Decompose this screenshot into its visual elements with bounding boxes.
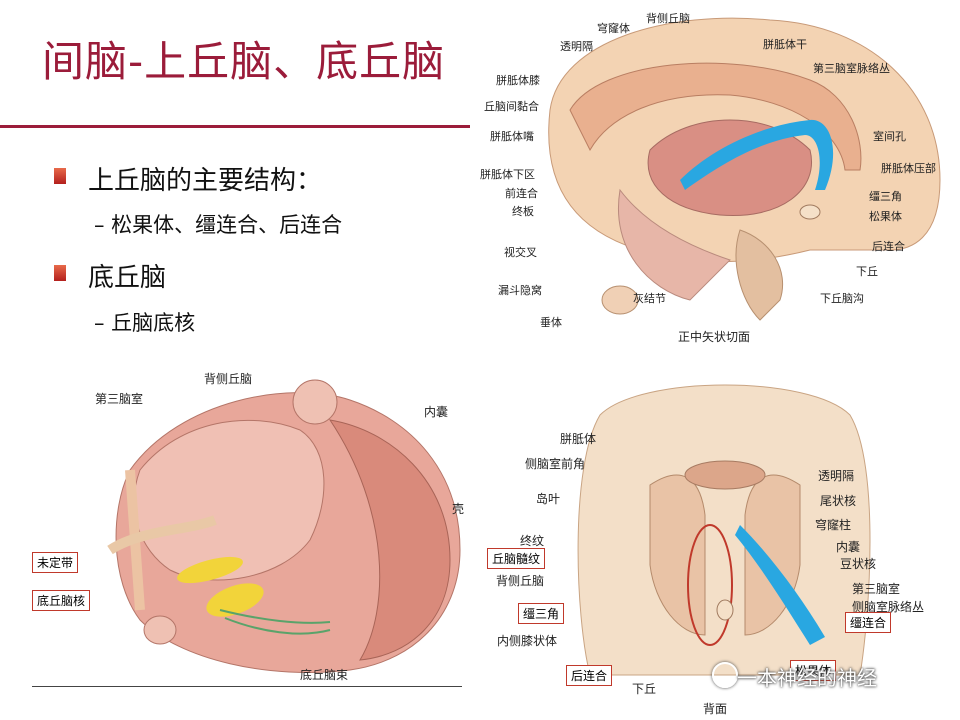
label-insula: 岛叶	[536, 492, 561, 506]
label-stria-terminalis: 终纹	[520, 534, 545, 548]
label-septum-pellucidum: 透明隔	[560, 40, 593, 53]
label-pineal-body: 松果体	[869, 210, 902, 223]
label-subthalamic-fasciculus: 底丘脑束	[300, 668, 349, 682]
label-pituitary: 垂体	[540, 316, 562, 329]
label-habenular-trigone: 缰三角	[869, 190, 902, 203]
label-hypothalamic-sulcus: 下丘脑沟	[820, 292, 864, 305]
boxed-label-stria-medullaris: 丘脑髓纹	[487, 548, 546, 569]
label-third-ventricle-choroid: 第三脑室脉络丛	[813, 62, 890, 75]
label-lamina-terminalis: 终板	[512, 205, 534, 218]
coronal-section-illustration	[577, 384, 871, 676]
lateral-thalamus-illustration	[107, 379, 461, 674]
boxed-label-habenular-trigone: 缰三角	[518, 603, 565, 624]
label-putamen: 壳	[452, 502, 465, 516]
bullet-marker-icon	[54, 168, 66, 184]
bullet-marker-icon	[54, 265, 66, 281]
sub-bullet-subthalamus: – 丘脑底核	[94, 311, 196, 335]
label-dorsal-thalamus-coronal: 背侧丘脑	[496, 574, 545, 588]
label-corpus-callosum-genu: 胼胝体膝	[496, 74, 540, 87]
bullet-text: 底丘脑	[88, 263, 167, 293]
label-third-ventricle-coronal: 第三脑室	[852, 582, 901, 596]
footer-rule	[32, 686, 462, 687]
label-dorsal-thalamus-lateral: 背侧丘脑	[204, 372, 253, 386]
label-internal-capsule-coronal: 内囊	[836, 540, 861, 554]
label-interventricular-foramen: 室间孔	[873, 130, 906, 143]
label-fornix-body: 穹窿体	[597, 22, 630, 35]
label-medial-geniculate-body: 内侧膝状体	[497, 634, 558, 648]
label-third-ventricle-lateral: 第三脑室	[95, 392, 144, 406]
bullet-subthalamus: 底丘脑	[54, 257, 167, 294]
label-optic-chiasm: 视交叉	[504, 246, 537, 259]
watermark-text: 一本神经的神经	[737, 666, 877, 690]
label-posterior-commissure: 后连合	[872, 240, 905, 253]
label-anterior-commissure: 前连合	[505, 187, 538, 200]
label-splenium: 胼胝体压部	[881, 162, 936, 175]
bullet-epithalamus: 上丘脑的主要结构：	[54, 160, 323, 197]
label-infundibular-recess: 漏斗隐窝	[498, 284, 542, 297]
label-inferior-colliculus: 下丘	[856, 265, 878, 278]
label-internal-capsule-lateral: 内囊	[424, 405, 449, 419]
slide-title: 间脑-上丘脑、底丘脑	[42, 37, 446, 86]
label-subcallosal-area: 胼胝体下区	[480, 168, 535, 181]
label-interthalamic-adhesion: 丘脑间黏合	[484, 100, 539, 113]
bullet-text: 上丘脑的主要结构：	[88, 166, 323, 196]
label-corpus-callosum-trunk: 胼胝体干	[763, 38, 807, 51]
wechat-logo-icon	[712, 662, 738, 688]
coronal-caption: 背面	[703, 702, 728, 716]
label-lateral-ventricle-choroid: 侧脑室脉络丛	[852, 600, 925, 614]
sagittal-caption: 正中矢状切面	[678, 330, 751, 344]
label-tuber-cinereum: 灰结节	[633, 292, 666, 305]
title-divider	[0, 125, 470, 128]
label-inferior-colliculus-coronal: 下丘	[632, 682, 657, 696]
boxed-label-habenular-commissure: 缰连合	[845, 612, 892, 633]
boxed-label-subthalamic-nucleus: 底丘脑核	[32, 590, 91, 611]
boxed-label-pineal-body: 松果体	[790, 660, 837, 681]
label-dorsal-thalamus: 背侧丘脑	[646, 12, 690, 25]
boxed-label-posterior-commissure: 后连合	[566, 665, 613, 686]
boxed-label-zona-incerta: 未定带	[32, 552, 79, 573]
label-corpus-callosum-rostrum: 胼胝体嘴	[490, 130, 534, 143]
sagittal-section-illustration	[548, 17, 941, 321]
label-lateral-ventricle-anterior-horn: 侧脑室前角	[525, 457, 586, 471]
label-septum-pellucidum-coronal: 透明隔	[818, 469, 855, 483]
label-fornix-column: 穹窿柱	[815, 518, 852, 532]
label-corpus-callosum-coronal: 胼胝体	[560, 432, 597, 446]
sub-bullet-epithalamus: – 松果体、缰连合、后连合	[94, 213, 343, 237]
label-lentiform-nucleus: 豆状核	[840, 557, 877, 571]
label-caudate-nucleus: 尾状核	[820, 494, 857, 508]
